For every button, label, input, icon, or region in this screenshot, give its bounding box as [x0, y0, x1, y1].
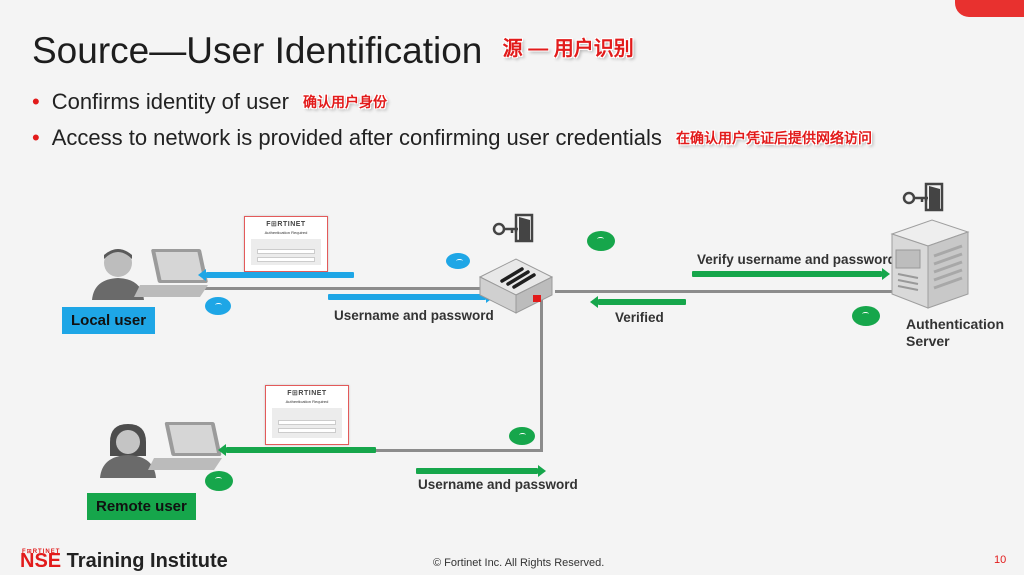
auth-form: [251, 239, 321, 265]
step-bubble: [205, 471, 233, 491]
password-field: [278, 428, 336, 433]
bullet-dot: •: [32, 125, 40, 150]
footer-fortinet-logo: F⊞RTINET: [22, 549, 61, 555]
bullet-1: • Confirms identity of user 确认用户身份: [32, 89, 387, 115]
bullet-2-text: Access to network is provided after conf…: [51, 125, 662, 150]
local-credentials-label: Username and password: [334, 308, 494, 323]
step-bubble: [587, 231, 615, 251]
bullet-1-text: Confirms identity of user: [51, 89, 289, 114]
footer-training-institute: Training Institute: [61, 550, 228, 572]
authentication-server-icon: [890, 219, 970, 309]
local-user-icon: [92, 249, 208, 300]
username-field: [278, 420, 336, 425]
footer-nse: NSE: [20, 550, 62, 572]
remote-user-icon: [100, 422, 222, 478]
bullet-2-cn: 在确认用户凭证后提供网络访问: [675, 130, 872, 146]
server-link-line: [555, 290, 895, 293]
footer-copyright: © Fortinet Inc. All Rights Reserved.: [433, 557, 605, 569]
page-number: 10: [994, 554, 1007, 566]
remote-credentials-label: Username and password: [418, 477, 578, 492]
auth-window-heading: Authentication Required: [285, 399, 329, 404]
footer-nse-logo: NSE Training Institute: [20, 550, 228, 573]
auth-form: [272, 408, 342, 438]
username-field: [257, 249, 315, 254]
step-bubble: [852, 306, 880, 326]
auth-window-brand: F⊞RTINET: [266, 221, 306, 228]
remote-link-line: [218, 449, 543, 452]
local-user-label: Local user: [62, 307, 156, 334]
step-bubble: [509, 427, 535, 445]
step-bubble: [205, 297, 231, 315]
auth-window-brand: F⊞RTINET: [287, 390, 327, 397]
password-field: [257, 257, 315, 262]
firewall-icon: [478, 258, 554, 314]
slide-title: Source—User Identification 源 — 用户识别: [32, 30, 634, 72]
slide-title-text: Source—User Identification: [32, 30, 483, 71]
verify-label: Verify username and password: [697, 252, 896, 267]
bullet-2: • Access to network is provided after con…: [32, 125, 872, 151]
auth-window-heading: Authentication Required: [264, 230, 308, 235]
auth-window-remote: F⊞RTINET Authentication Required: [265, 385, 349, 445]
bullet-dot: •: [32, 89, 40, 114]
server-key-door-icon: [902, 182, 944, 212]
key-door-icon: [492, 213, 534, 243]
verified-label: Verified: [615, 310, 664, 325]
step-bubble: [446, 253, 470, 269]
corner-accent: [955, 0, 1024, 17]
remote-user-label: Remote user: [87, 493, 196, 520]
slide-title-cn: 源 — 用户识别: [502, 38, 634, 60]
bullet-1-cn: 确认用户身份: [303, 94, 388, 110]
auth-window-local: F⊞RTINET Authentication Required: [244, 216, 328, 272]
local-link-line: [200, 287, 540, 290]
authentication-server-label: Authentication Server: [906, 316, 1004, 349]
vertical-link-line: [540, 300, 543, 450]
